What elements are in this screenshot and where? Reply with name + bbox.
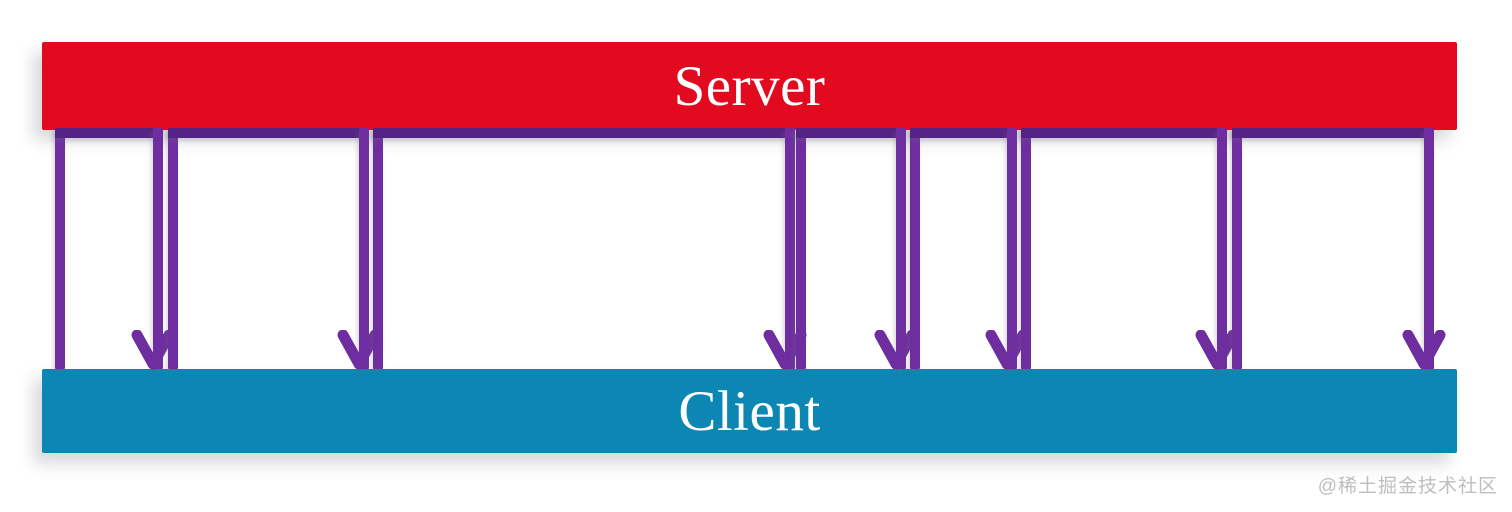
connector-arrow-leg [1424, 128, 1434, 369]
connector-up-leg [1021, 128, 1031, 369]
connector-horizontal [796, 128, 906, 138]
arrowhead-down-icon [1195, 329, 1239, 372]
connector-up-leg [796, 128, 806, 369]
connector-horizontal [55, 128, 163, 138]
connector-up-leg [168, 128, 178, 369]
connector-up-leg [1232, 128, 1242, 369]
connector-horizontal [1232, 128, 1434, 138]
connector-arrow-leg [1007, 128, 1017, 369]
watermark: @稀土掘金技术社区 [1317, 476, 1498, 497]
client-bar: Client [42, 369, 1457, 453]
connector-horizontal [910, 128, 1017, 138]
server-label: Server [673, 54, 826, 118]
connector-up-leg [55, 128, 65, 369]
arrowhead-down-icon [763, 329, 807, 372]
client-label: Client [678, 379, 821, 443]
server-bar: Server [42, 42, 1457, 130]
connector-arrow-leg [785, 128, 795, 369]
connector-arrow-leg [1217, 128, 1227, 369]
arrowhead-down-icon [874, 329, 918, 372]
connector-horizontal [1021, 128, 1227, 138]
arrowhead-down-icon [337, 329, 381, 372]
arrowhead-down-icon [985, 329, 1029, 372]
connector-arrow-leg [359, 128, 369, 369]
connector-up-leg [373, 128, 383, 369]
connector-horizontal [168, 128, 369, 138]
connector-arrow-leg [896, 128, 906, 369]
connector-up-leg [910, 128, 920, 369]
arrowhead-down-icon [1402, 329, 1446, 372]
arrowhead-down-icon [131, 329, 175, 372]
connector-horizontal [373, 128, 795, 138]
connector-arrow-leg [153, 128, 163, 369]
